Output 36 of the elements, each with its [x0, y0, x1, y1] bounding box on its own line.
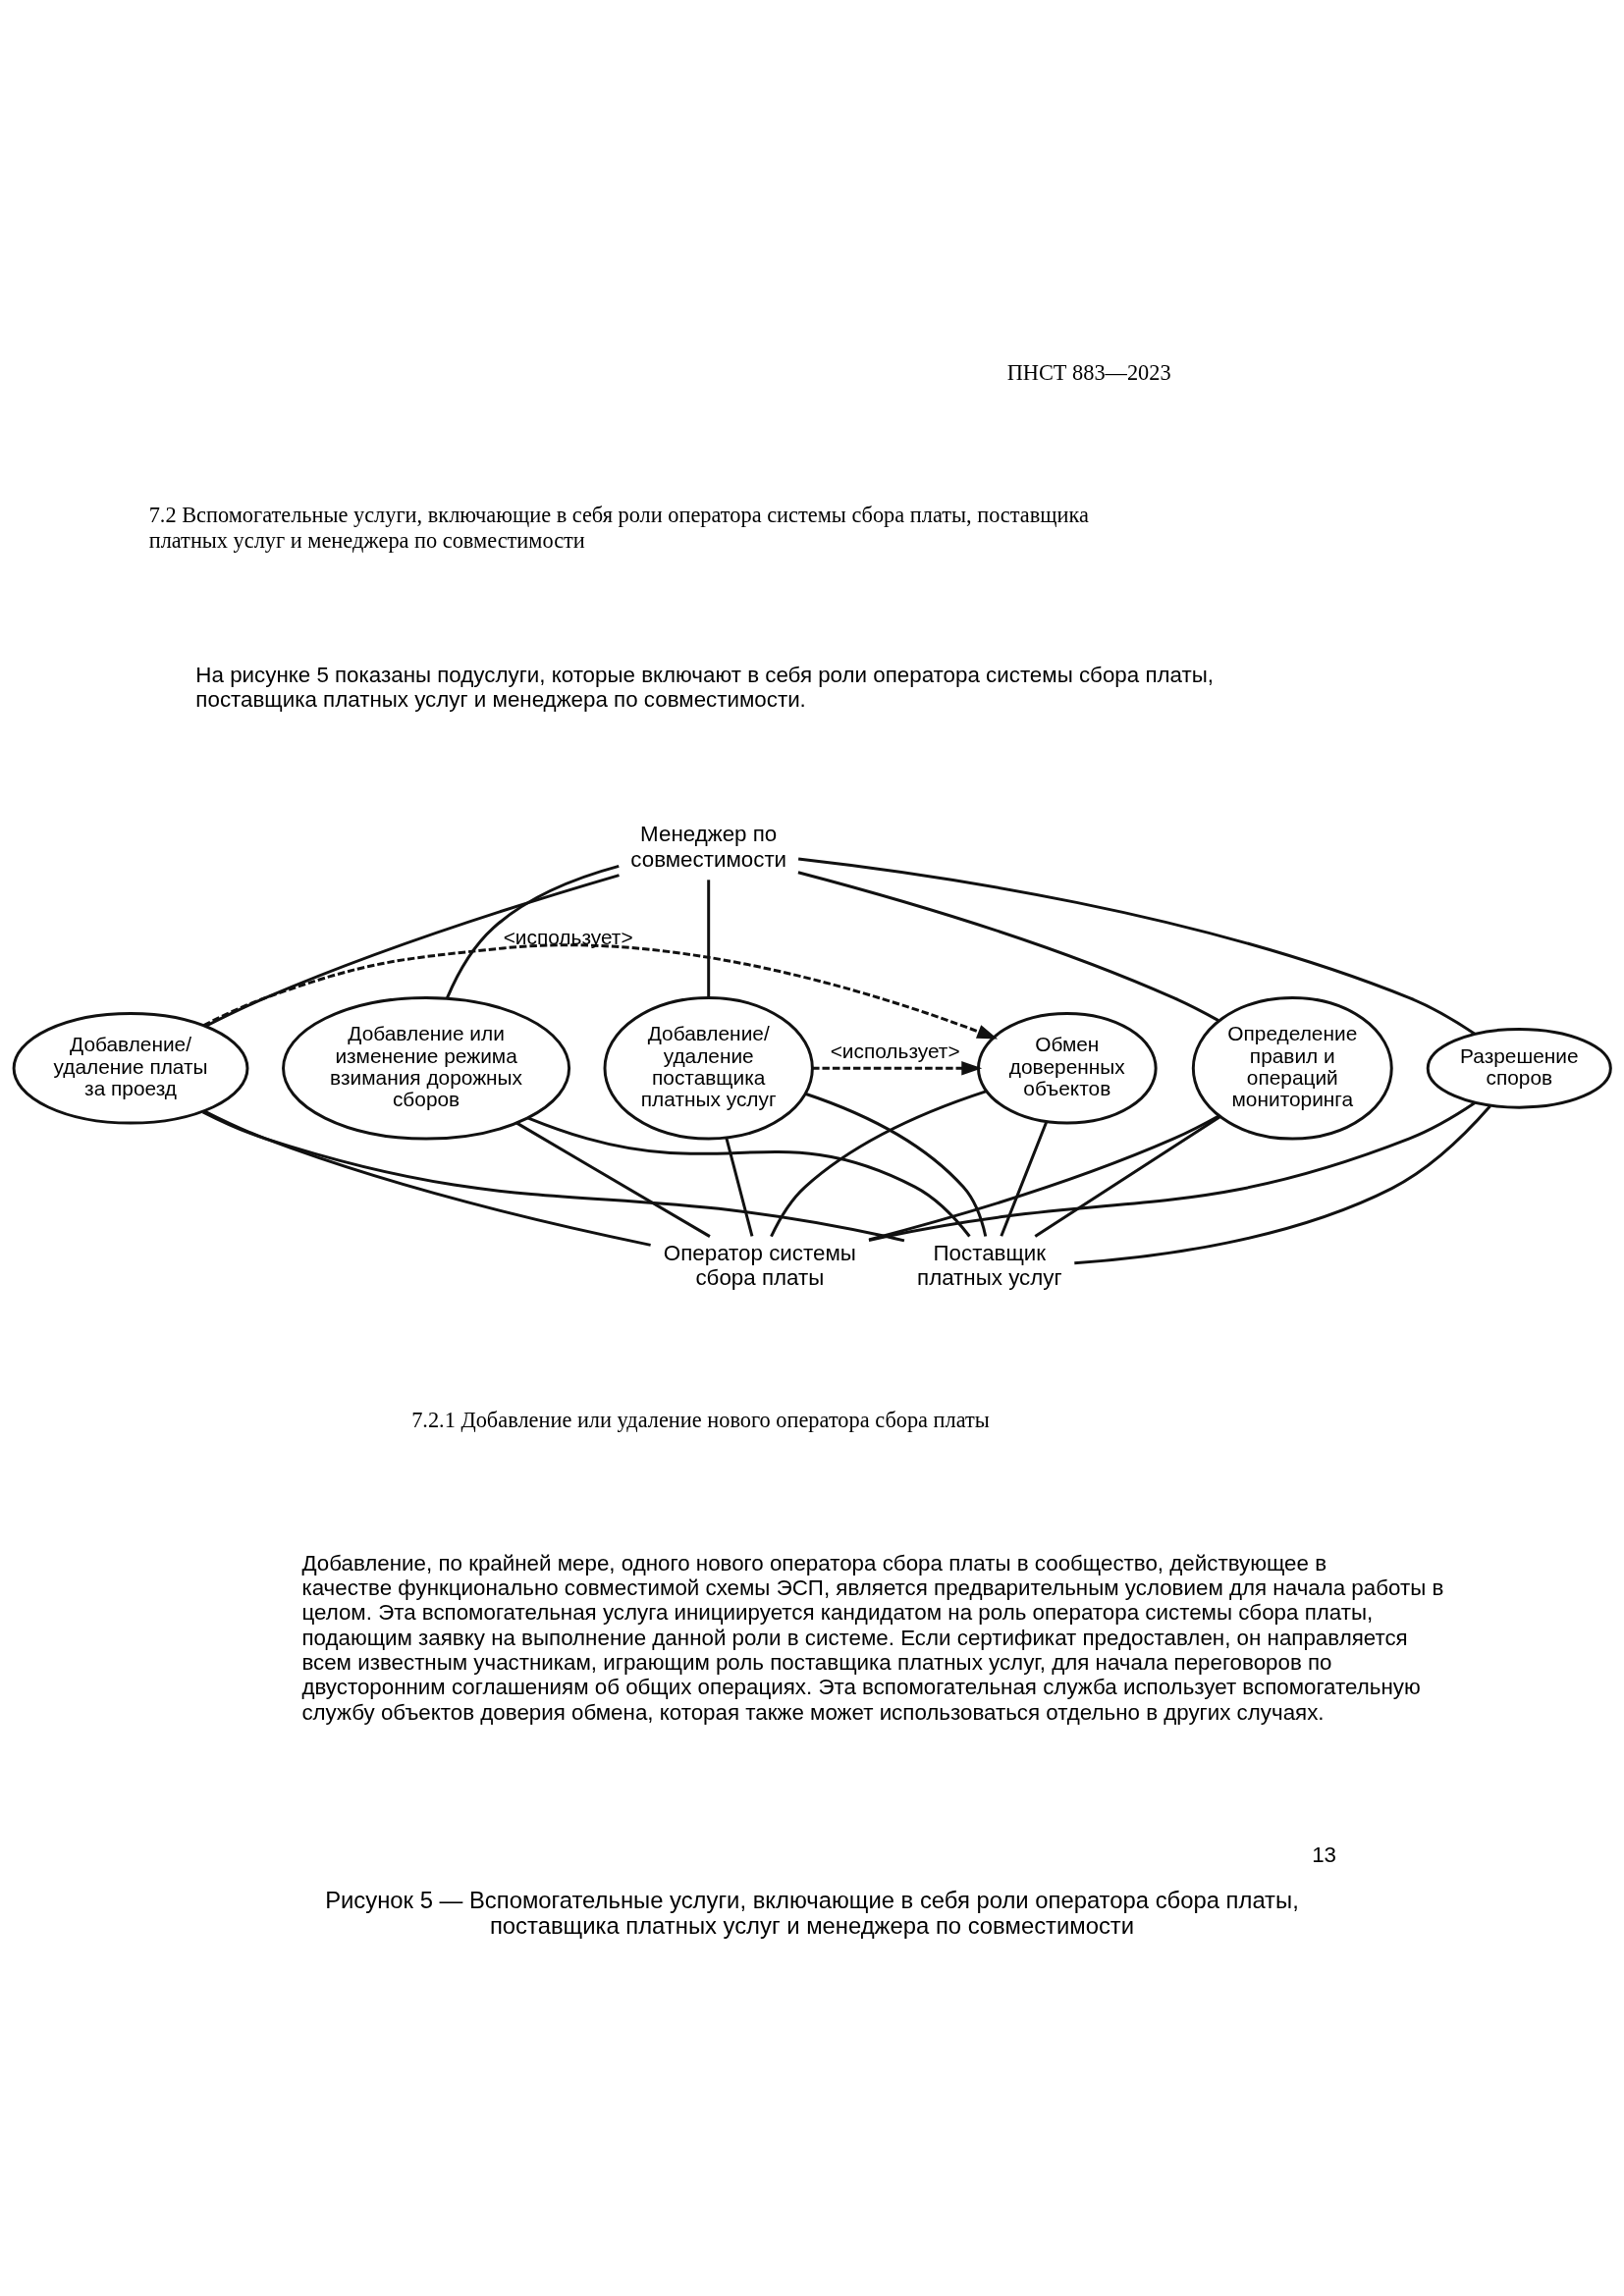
- connector: [868, 1101, 1476, 1242]
- node-ellipse: Разрешение споров: [1426, 1027, 1612, 1109]
- connector: [203, 1109, 651, 1247]
- label: ПНСТ 883—2023: [1006, 360, 1171, 385]
- connector: [1074, 1104, 1491, 1265]
- connector: [707, 880, 711, 998]
- node-ellipse: Добавление/ удаление платы за проезд: [12, 1012, 249, 1125]
- connector: [804, 1092, 988, 1237]
- connector: [725, 1137, 754, 1237]
- arrow: [202, 943, 999, 1040]
- connector: [205, 874, 620, 1028]
- connector: [527, 1116, 971, 1238]
- label: 13: [1312, 1842, 1336, 1867]
- label: 7.2.1 Добавление или удаление нового оператора сбора платы: [411, 1408, 990, 1433]
- connector: [1034, 1115, 1221, 1238]
- connector: [868, 1114, 1219, 1242]
- connector: [797, 871, 1219, 1022]
- node-text: Оператор системы сбора платы: [663, 1240, 856, 1290]
- connector: [445, 864, 620, 999]
- label: Добавление, по крайней мере, одного нового оператора сбора платы в сообщество, действующее в качестве функционально совместимой схемы ЭСП, является предварительным условием для начала работы в целом. Эта вспомогательная услуга инициируется кандидатом на роль оператора системы сбора платы, подающим заявку на выполнение данной роли в системе. Если сертификат предоставлен, он направляется всем известным участникам, играющим роль поставщика платных услуг, для начала переговоров по двусторонним соглашениям об общих операциях. Эта вспомогательная служба использует вспомогательную службу объектов доверия обмена, которая также может использоваться отдельно в других случаях.: [301, 1550, 1444, 1725]
- node-text: Менеджер по совместимости: [630, 822, 787, 872]
- node-ellipse: Определение правил и операций мониторинга: [1191, 996, 1393, 1141]
- connector: [515, 1121, 711, 1238]
- edge-label: <использует>: [830, 1040, 960, 1063]
- connector: [797, 857, 1476, 1036]
- connector: [201, 1110, 905, 1243]
- label: На рисунке 5 показаны подуслуги, которые включают в себя роли оператора системы сбора платы, поставщика платных услуг и менеджера по совместимости.: [195, 662, 1214, 713]
- connector: [770, 1090, 987, 1238]
- node-text: Поставщик платных услуг: [917, 1240, 1062, 1290]
- caption: Рисунок 5 — Вспомогательные услуги, включающие в себя роли оператора сбора платы, поставщика платных услуг и менеджера по совместимости: [325, 1886, 1299, 1940]
- connector: [1000, 1121, 1049, 1237]
- edge-label: <использует>: [503, 925, 633, 948]
- node-ellipse: Добавление или изменение режима взимания дорожных сборов: [282, 996, 571, 1141]
- arrow: [812, 1060, 983, 1076]
- label: 7.2 Вспомогательные услуги, включающие в себя роли оператора системы сбора платы, поставщика платных услуг и менеджера по совместимости: [148, 503, 1089, 553]
- node-ellipse: Добавление/ удаление поставщика платных услуг: [603, 996, 814, 1141]
